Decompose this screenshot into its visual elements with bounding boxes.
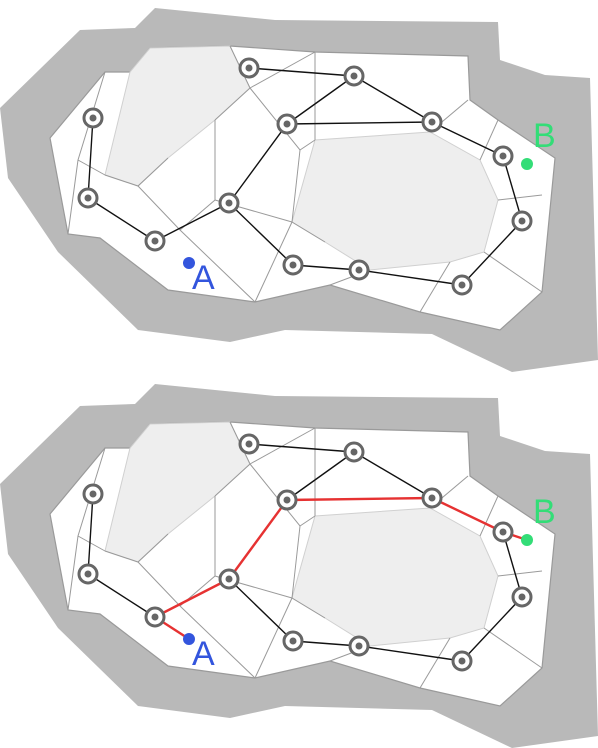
graph-node [421,111,443,133]
graph-node [492,145,514,167]
graph-node [282,254,304,276]
graph-node [343,441,365,463]
graph-node [144,230,166,252]
panel-top: A B [0,8,598,372]
graph-node [218,192,240,214]
graph-node [144,606,166,628]
graph-node [238,57,260,79]
graph-node [238,433,260,455]
graph-node [451,650,473,672]
start-label: A [192,259,215,297]
start-point [183,633,195,645]
goal-label: B [533,493,556,531]
start-label: A [192,635,215,673]
graph-node [348,259,370,281]
graph-node [343,65,365,87]
graph-node [492,521,514,543]
graph-nodes [77,433,533,672]
cell-edges [67,45,543,313]
start-point [183,257,195,269]
graph-nodes [77,57,533,296]
graph-node [77,187,99,209]
graph-node [282,630,304,652]
goal-label: B [533,117,556,155]
goal-point [521,158,533,170]
graph-node [276,489,298,511]
panel-bottom: A B [0,384,598,748]
graph-node [451,274,473,296]
graph-node [511,210,533,232]
graph-node [82,483,104,505]
graph-node [511,586,533,608]
graph-node [276,113,298,135]
graph-node [421,487,443,509]
graph-node [348,635,370,657]
graph-edges [87,443,523,662]
goal-point [521,534,533,546]
graph-node [218,568,240,590]
graph-node [77,563,99,585]
graph-edges [87,67,523,286]
graph-node [82,107,104,129]
